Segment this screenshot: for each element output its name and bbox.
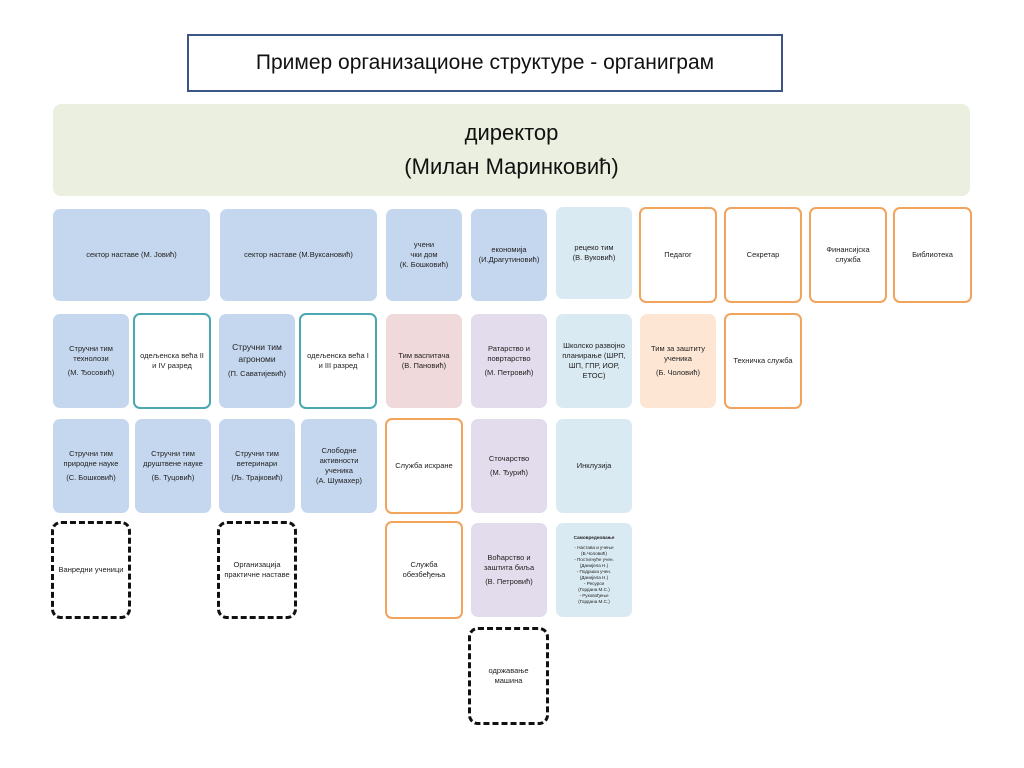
- node-councils-2-4: одељенска већа II и IV разред: [133, 313, 211, 409]
- node-tech-service: Техничка служба: [724, 313, 802, 409]
- node-extra-students: Ванредни ученици: [51, 521, 131, 619]
- node-reception-team: рецеко тим (В. Вуковић): [556, 207, 632, 299]
- node-maintenance: одржавање машина: [468, 627, 549, 725]
- node-inclusion: Инклузија: [556, 419, 632, 513]
- director-name: (Милан Маринковић): [404, 154, 619, 179]
- node-pedagogue: Педагог: [639, 207, 717, 303]
- node-social-team: Стручни тим друштвене науке (Б. Туцовић): [135, 419, 211, 513]
- node-secretary: Секретар: [724, 207, 802, 303]
- node-sector-jovic: сектор наставе (М. Јовић): [53, 209, 210, 301]
- node-councils-1-3: одељенска већа I и III разред: [299, 313, 377, 409]
- node-school-development: Школско развојно планирање (ШРП, ШП, ГПР…: [556, 314, 632, 408]
- node-tech-team: Стручни тим технолози (М. Ђосовић): [53, 314, 129, 408]
- node-vet-team: Стручни тим ветеринари (Љ. Трајковић): [219, 419, 295, 513]
- node-fruit: Воћарство и заштита биља (В. Петровић): [471, 523, 547, 617]
- node-economy: економија (И.Драгутиновић): [471, 209, 547, 301]
- node-free-activities: Слободне активности ученика (А. Шумахер): [301, 419, 377, 513]
- director-role: директор: [464, 119, 559, 145]
- node-crops: Ратарство и повртарство (М. Петровић): [471, 314, 547, 408]
- node-library: Библиотека: [893, 207, 972, 303]
- node-livestock: Сточарство (М. Ђурић): [471, 419, 547, 513]
- director-box: директор (Милан Маринковић): [53, 104, 970, 196]
- node-dorm: учени чки дом (К. Бошковић): [386, 209, 462, 301]
- page-title: Пример организационе структуре - органиг…: [187, 34, 783, 92]
- node-agro-team: Стручни тим агрономи (П. Саватијевић): [219, 314, 295, 408]
- node-security-service: Служба обезбеђења: [385, 521, 463, 619]
- node-sector-vuksanovic: сектор наставе (М.Вуксановић): [220, 209, 377, 301]
- node-educators-team: Тим васпитача (В. Пановић): [386, 314, 462, 408]
- node-protection-team: Тим за заштиту ученика (Б. Чоловић): [640, 314, 716, 408]
- node-practice-organization: Организација практичне наставе: [217, 521, 297, 619]
- node-finance: Финансијска служба: [809, 207, 887, 303]
- node-science-team: Стручни тим природне науке (С. Бошковић): [53, 419, 129, 513]
- node-self-evaluation: Самовредновање - Настава и учење (Б.Чоло…: [556, 523, 632, 617]
- node-food-service: Служба исхране: [385, 418, 463, 514]
